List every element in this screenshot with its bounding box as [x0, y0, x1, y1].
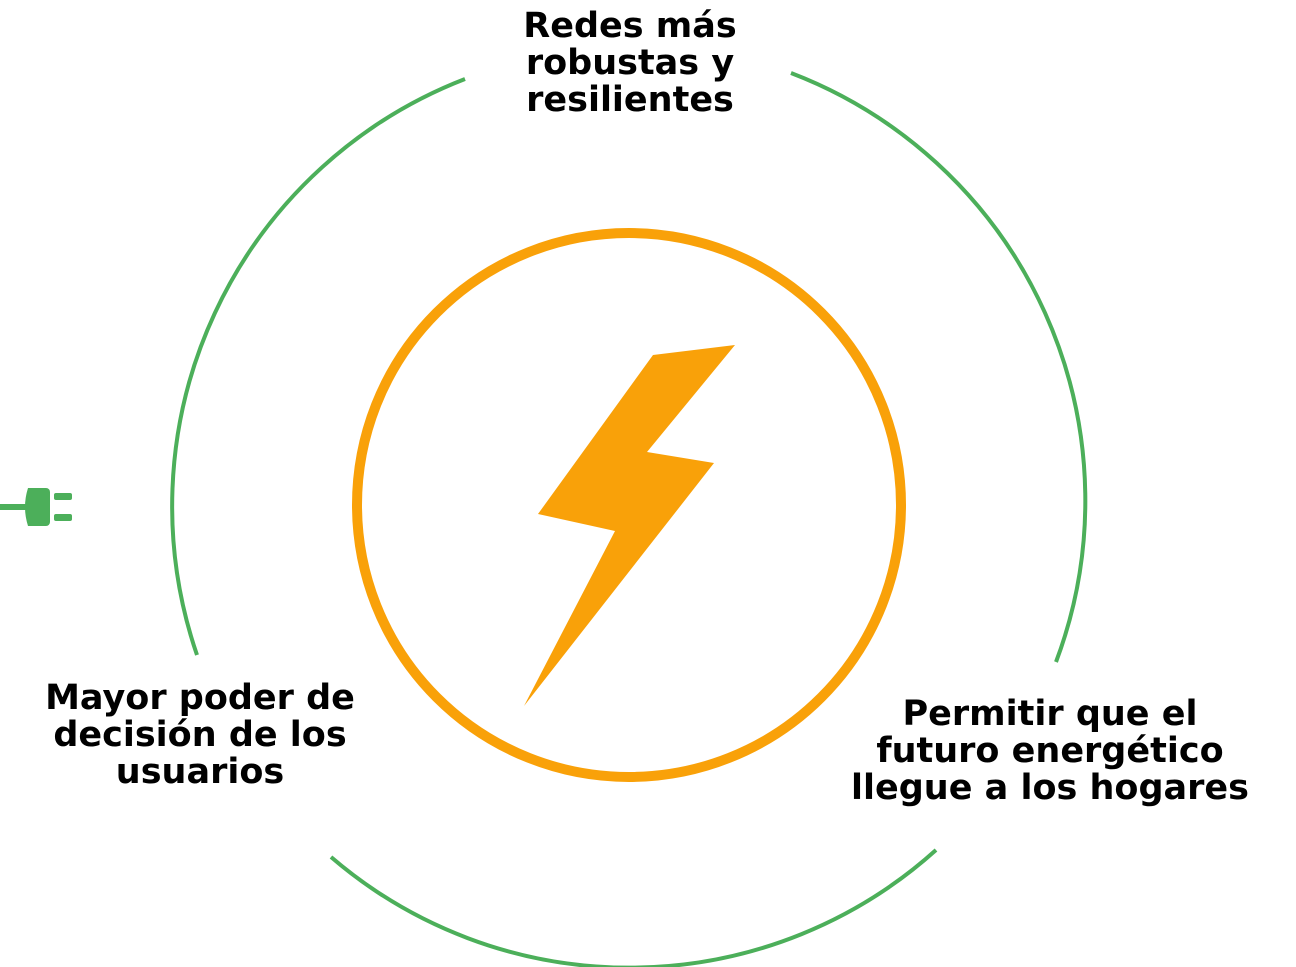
inner-ring [352, 228, 906, 782]
outer-ring-segment-bottom [329, 848, 938, 967]
label-energy-future-homes: Permitir que el futuro energético llegue… [851, 694, 1249, 808]
label-user-decision-power: Mayor poder de decisión de los usuarios [45, 678, 355, 792]
outer-ring-segment-top-left [170, 77, 466, 656]
lightning-bolt-icon [524, 345, 735, 706]
label-resilient-networks: Redes más robustas y resilientes [523, 6, 737, 120]
outer-ring [170, 71, 1088, 967]
outer-ring-segment-top-right [790, 71, 1088, 663]
plug-icon [0, 488, 72, 526]
